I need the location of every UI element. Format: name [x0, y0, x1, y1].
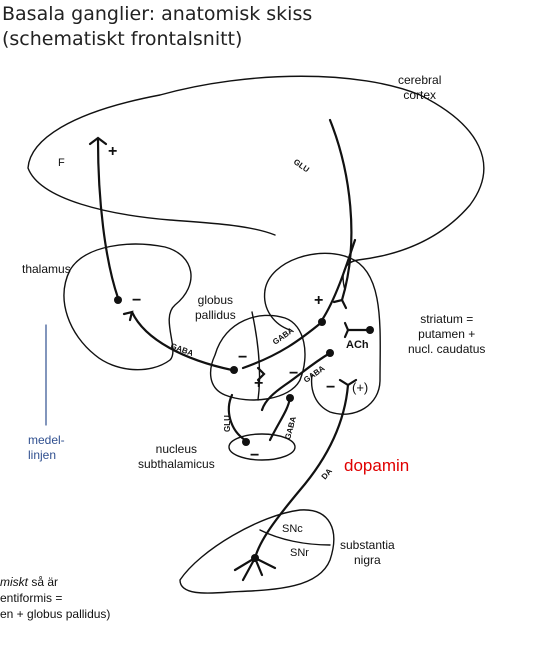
label-striatum: striatum = putamen + nucl. caudatus: [408, 312, 486, 356]
stn-terminal: [242, 438, 250, 446]
label-substantia-nigra: substantia nigra: [340, 538, 395, 567]
striatum-terminal-2: [326, 349, 334, 357]
thalamus-terminal: [114, 296, 122, 304]
label-glu-stn: GLU: [223, 415, 232, 432]
label-gaba-striatum-gp2: GABA: [302, 364, 327, 385]
stn-outline: [228, 433, 296, 461]
label-ach: ACh: [346, 339, 369, 351]
label-gaba-stn: GABA: [283, 415, 298, 440]
striatum-inner-outline: [263, 289, 291, 331]
sign-minus-da: −: [326, 379, 335, 396]
thalamus-outline: [63, 243, 192, 371]
gp2-terminal: [286, 394, 294, 402]
sign-minus-gp: −: [238, 349, 247, 366]
sign-plus-striatum: +: [314, 292, 323, 309]
synapse-thalamus: [122, 310, 134, 322]
label-f: F: [58, 157, 65, 169]
synapse-ach: [343, 321, 350, 339]
label-dopamin: dopamin: [344, 456, 410, 475]
cropped-note: miskt så är entiformis = en + globus pal…: [0, 575, 111, 621]
nigra-terminal: [251, 554, 259, 562]
cortex-striatum-fiber: [328, 118, 353, 302]
label-midline: medel- linjen: [28, 433, 65, 462]
globus-pallidus-outline: [209, 314, 306, 401]
label-da: DA: [320, 466, 334, 481]
da-fiber: [253, 383, 350, 560]
synapse-striatum: [332, 298, 348, 310]
sign-minus-thalamus: −: [132, 292, 141, 309]
nigra-branches: [233, 556, 277, 582]
striatum-gp-fiber: [241, 320, 324, 370]
cortex-outline: [27, 75, 485, 291]
striatum-terminal: [318, 318, 326, 326]
striatum-gp2-fiber: [260, 351, 332, 412]
substantia-nigra-outline: [179, 509, 335, 594]
label-snc: SNc: [282, 523, 303, 535]
label-cerebral-cortex: cerebral cortex: [398, 73, 442, 102]
gp-stn-fiber: [227, 393, 247, 442]
title-line-1: Basala ganglier: anatomisk skiss: [2, 3, 313, 25]
page-title: Basala ganglier: anatomisk skiss (schema…: [2, 2, 312, 52]
synapse-da: [338, 378, 358, 387]
label-globus-pallidus: globus pallidus: [195, 293, 236, 322]
sign-plus-cortex: +: [108, 143, 117, 160]
sign-minus-gp2: −: [289, 365, 298, 382]
synapse-gp: [256, 366, 266, 382]
title-line-2: (schematiskt frontalsnitt): [2, 28, 243, 50]
gp-inner-line: [251, 311, 261, 401]
label-gaba-thalamus: GABA: [169, 341, 194, 358]
gp-terminal: [230, 366, 238, 374]
striatum-outline: [264, 252, 381, 415]
snc-snr-divider: [259, 529, 331, 546]
thalamus-return-fiber: [130, 310, 234, 372]
cortex-thalamus-fiber: [96, 138, 120, 300]
label-nucleus-subthalamicus: nucleus subthalamicus: [138, 442, 215, 471]
label-glu-cortex: GLU: [292, 157, 311, 174]
cortex-striatum-branch: [320, 238, 357, 322]
sign-plus-da: (+): [352, 380, 368, 395]
ach-terminal: [366, 326, 374, 334]
synapse-cortex: [88, 136, 108, 146]
sign-plus-gp: +: [254, 375, 263, 392]
label-thalamus: thalamus: [22, 262, 71, 276]
sign-minus-stn: −: [250, 447, 259, 464]
label-snr: SNr: [290, 547, 309, 559]
